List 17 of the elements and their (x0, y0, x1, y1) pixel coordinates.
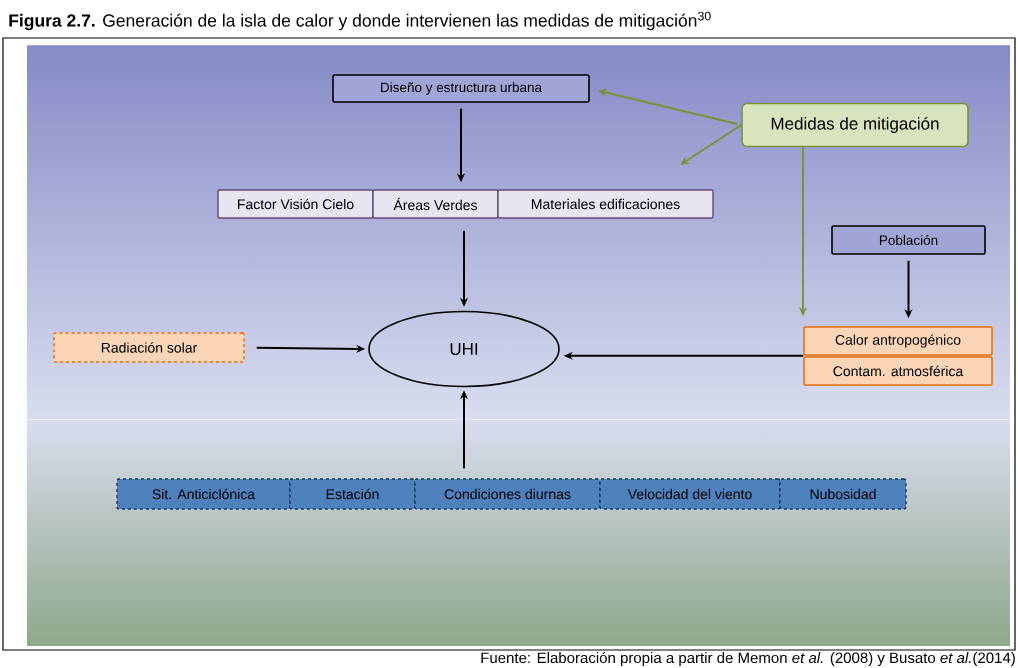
process-box: Población (831, 225, 986, 255)
process-box: Factor Visión Cielo (217, 189, 374, 219)
arrow (680, 124, 743, 165)
process-box: Radiación solar (53, 332, 245, 363)
process-box: Diseño y estructura urbana (332, 74, 590, 103)
process-box: Materiales edificaciones (497, 189, 714, 219)
process-box: Estación (289, 478, 416, 510)
process-box: Áreas Verdes (372, 189, 499, 219)
source-caption: Fuente: Elaboración propia a partir de Memon et al. (2008) y Busato et al.(2014) (481, 651, 1015, 667)
process-box: Medidas de mitigación (741, 102, 969, 148)
figure-title: Figura 2.7. Generación de la isla de calor y donde intervienen las medidas de mitigación$^{30}$ (9, 11, 711, 31)
process-box: Contam. atmosférica (803, 356, 993, 386)
process-box: Sit. Anticiclónica (116, 478, 291, 510)
process-box: Condiciones diurnas (414, 478, 601, 510)
process-box: Calor antropogénico (803, 326, 993, 356)
process-box: Nubosidad (779, 478, 907, 510)
process-box: Velocidad del viento (599, 478, 781, 510)
